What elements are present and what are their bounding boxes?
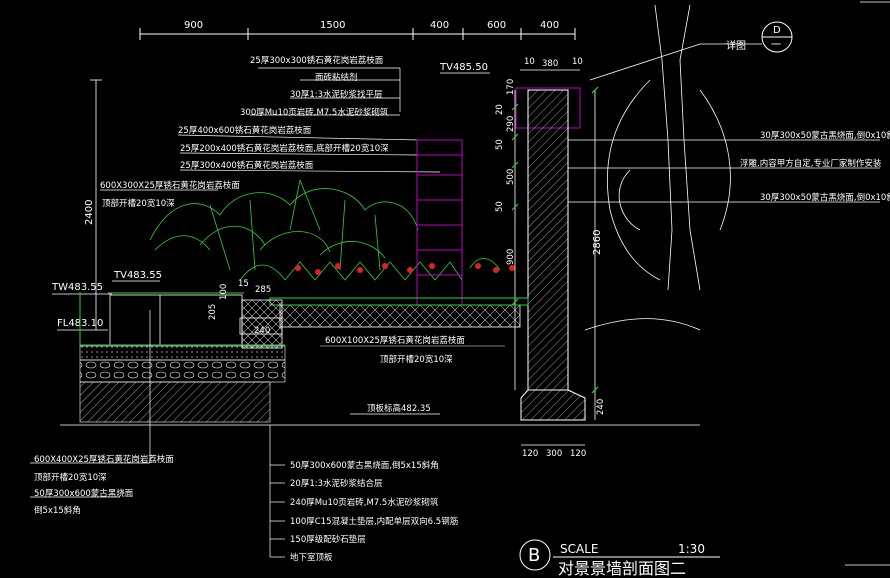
left-planter [109,294,283,349]
note-stone-300b: 25厚300x400锈石黄花岗岩荔枝面 [180,160,314,171]
left-dimension [90,79,102,330]
note-brick-300: 300厚Mu10页岩砖,M7.5水泥砂浆砌筑 [240,107,389,118]
mid-note-1: 600X100X25厚锈石黄花岗岩荔枝面 [325,335,465,346]
title-symbol: B [528,545,540,566]
note-stone-200: 25厚200x400锈石黄花岗岩荔枝面,底部开槽20宽10深 [180,143,389,154]
wall-v240: 240 [596,399,606,415]
right-note-1: 30厚300x50蒙古黑烧面,倒0x10斜角 [760,130,890,141]
layer-gravel [79,359,286,383]
wall-gap-2: 10 [572,57,583,67]
wall-v290: 290 [506,116,516,132]
note-stone-300: 25厚300x300锈石黄花岗岩荔枝面 [250,55,384,66]
left-planter-green [79,292,285,346]
top-dimension-chain [139,28,576,40]
bottom-note-6: 地下室顶板 [290,552,333,563]
wall-v170: 170 [506,79,516,95]
left-dim-2400: 2400 [84,200,95,225]
layer-brick [79,381,271,423]
title-scale-value: 1:30 [678,542,705,556]
lower-left-note-4: 倒5x15斜角 [34,505,81,516]
mid-note-2: 顶部开槽20宽10深 [380,354,453,365]
bottom-note-5: 150厚级配砂石垫层 [290,534,366,545]
left-dim-15: 15 [238,279,249,289]
left-dim-100: 100 [219,284,229,300]
right-note-2: 浮雕,内容甲方自定,专业厂家制作安装 [740,158,882,169]
note-mortar-30: 30厚1:3水泥砂浆找平层 [290,89,383,100]
title-name: 对景景墙剖面图二 [558,559,686,578]
lower-left-note-3: 50厚300x600蒙古黑烧面 [34,488,134,499]
ground-slope [584,318,701,331]
bottom-note-1: 50厚300x600蒙古黑烧面,倒5x15斜角 [290,460,439,471]
elev-tv-1: TV485.50 [439,62,488,73]
bottom-note-3: 240厚Mu10页岩砖,M7.5水泥砂浆砌筑 [290,497,439,508]
layer-mortar [79,345,286,361]
wall-v900: 900 [506,249,516,265]
note-stone-400: 25厚400x600锈石黄花岗岩荔枝面 [178,125,312,136]
wall-v50a: 50 [495,139,505,150]
bottom-note-4: 100厚C15混凝土垫层,内配单层双向6.5钢筋 [290,516,458,527]
wall-v2860: 2860 [592,230,603,255]
bottom-note-2: 20厚1:3水泥砂浆结合层 [290,478,383,489]
planting-hedge [149,179,501,281]
wall-bottom-1: 120 [522,449,538,459]
left-dim-285: 285 [255,285,271,295]
lower-left-leaders [30,310,151,498]
bottom-notes-leaders [269,425,285,558]
wall-v50b: 50 [495,201,505,212]
paving-band [279,304,521,328]
elev-tv-2: TV483.55 [113,270,162,281]
feature-wall [520,89,586,421]
note-groove-top: 顶部开槽20宽10深 [102,198,175,209]
flowers [295,263,515,275]
detail-callout [589,21,793,81]
detail-label: 详图 [726,39,746,52]
wall-bottom-3: 120 [570,449,586,459]
top-dim-4: 600 [487,20,506,31]
wall-v20: 20 [495,104,505,115]
wall-dims-ticks [511,86,599,394]
right-notes-leaders [568,139,880,203]
title-block [519,539,720,571]
left-dim-205: 205 [208,304,218,320]
wall-bottom-2: 300 [546,449,562,459]
detail-letter: D [773,25,781,36]
elev-roof: 顶板标高482.35 [367,403,431,414]
wall-gap-1: 10 [524,57,535,67]
upper-notes-leaders [100,67,441,191]
note-adhesive: 面砖粘结剂 [315,72,358,83]
wall-v500: 500 [506,169,516,185]
title-scale-label: SCALE [560,542,598,556]
top-dim-2: 1500 [320,20,345,31]
left-dim-240: 240 [254,326,270,336]
note-stone-600: 600X300X25厚锈石黄花岗岩荔枝面 [100,180,240,191]
wall-width-380: 380 [542,59,558,69]
detail-sheet: 一 [771,40,781,51]
lower-left-note-2: 顶部开槽20宽10深 [34,472,107,483]
elev-tw: TW483.55 [51,282,103,293]
top-dim-3: 400 [430,20,449,31]
right-note-3: 30厚300x50蒙古黑烧面,倒0x10斜角 [760,192,890,203]
wall-dims-lines [514,69,596,446]
top-dim-1: 900 [184,20,203,31]
top-dim-5: 400 [540,20,559,31]
lower-left-note-1: 600X400X25厚锈石黄花岗岩荔枝面 [34,454,174,465]
